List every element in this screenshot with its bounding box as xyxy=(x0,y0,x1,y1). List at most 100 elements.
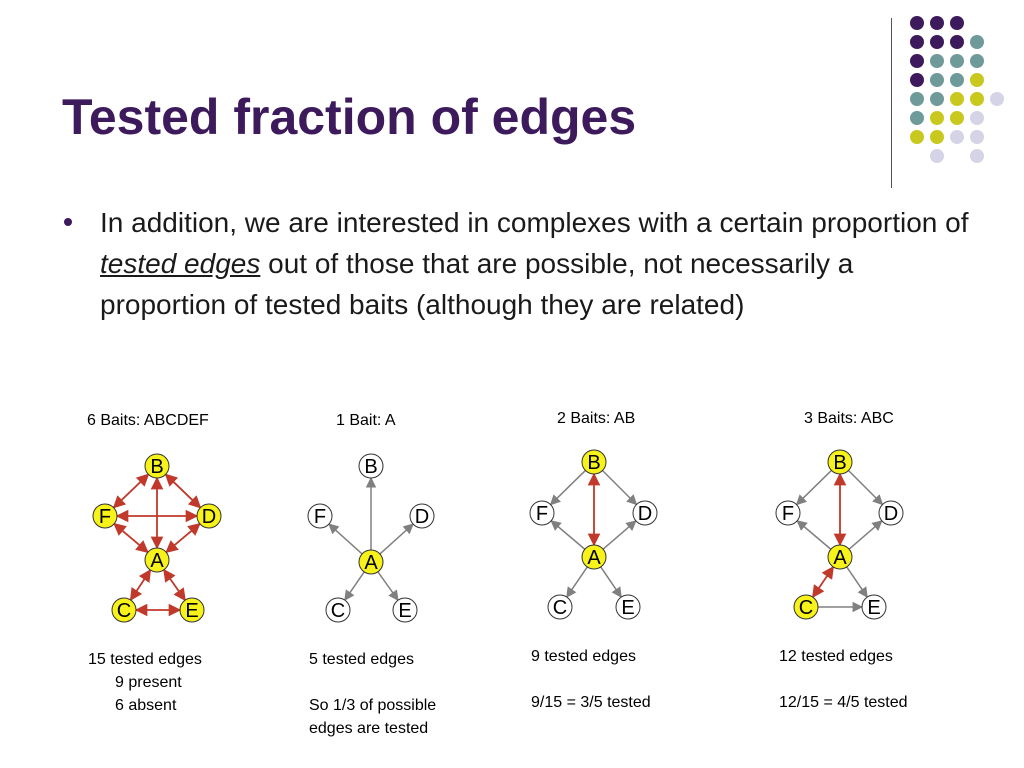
node-label-B: B xyxy=(833,452,846,474)
panel-4-note xyxy=(779,668,908,691)
edge-F-A xyxy=(113,522,149,554)
edge-B-D xyxy=(601,469,638,506)
node-label-D: D xyxy=(884,503,898,525)
node-label-C: C xyxy=(331,600,345,622)
node-label-A: A xyxy=(833,547,847,569)
panel-3-note xyxy=(531,668,651,691)
edge-A-D xyxy=(602,520,637,550)
node-E xyxy=(615,594,641,620)
node-label-E: E xyxy=(867,597,880,619)
decorative-dot xyxy=(930,54,944,68)
panel-4-caption: 3 Baits: ABC xyxy=(804,410,894,427)
divider-line xyxy=(891,18,892,188)
decorative-dot-grid xyxy=(910,16,1004,163)
edge-A-E xyxy=(600,566,622,598)
node-label-C: C xyxy=(799,597,813,619)
panel-1-notes: 15 tested edges 9 present 6 absent xyxy=(88,648,202,717)
bullet-text: In addition, we are interested in comple… xyxy=(100,202,980,325)
bullet-text-post: out of those that are possible, not nece… xyxy=(100,248,854,320)
node-B xyxy=(581,449,607,475)
node-E xyxy=(392,597,418,623)
edge-A-E xyxy=(163,568,186,602)
node-E xyxy=(179,597,205,623)
edge-A-F xyxy=(550,520,586,550)
node-label-F: F xyxy=(314,506,326,528)
decorative-dot xyxy=(970,35,984,49)
node-label-F: F xyxy=(99,506,111,528)
node-label-F: F xyxy=(536,503,548,525)
decorative-dot xyxy=(930,73,944,87)
node-label-C: C xyxy=(117,600,131,622)
node-label-D: D xyxy=(415,506,429,528)
panel-3-notes: 9 tested edges 9/15 = 3/5 tested xyxy=(531,645,651,714)
node-label-A: A xyxy=(364,552,378,574)
edge-A-F xyxy=(328,523,363,555)
node-label-B: B xyxy=(150,456,163,478)
node-label-F: F xyxy=(782,503,794,525)
decorative-dot xyxy=(930,92,944,106)
graph-panel-4: A B C D E F xyxy=(775,449,904,620)
panel-2-notes: 5 tested edges So 1/3 of possible edges … xyxy=(309,648,436,740)
edge-D-A xyxy=(165,522,201,554)
panel-3-caption: 2 Baits: AB xyxy=(557,410,636,427)
graph-panel-2: A B C D E F xyxy=(307,453,435,623)
panel-4-note: 12/15 = 4/5 tested xyxy=(779,694,908,711)
node-F xyxy=(307,503,333,529)
decorative-dot xyxy=(970,149,984,163)
node-B xyxy=(827,449,853,475)
decorative-dot xyxy=(970,73,984,87)
decorative-dot xyxy=(910,111,924,125)
edge-B-D xyxy=(164,473,202,509)
decorative-dot xyxy=(930,35,944,49)
decorative-dot xyxy=(930,149,944,163)
node-label-E: E xyxy=(398,600,411,622)
node-B xyxy=(144,453,170,479)
decorative-dot xyxy=(910,130,924,144)
panel-1-note: 9 present xyxy=(115,674,182,691)
panel-1-note: 6 absent xyxy=(115,697,177,714)
node-C xyxy=(547,594,573,620)
bullet-icon xyxy=(64,218,72,226)
node-D xyxy=(632,500,658,526)
decorative-dot xyxy=(910,73,924,87)
node-label-E: E xyxy=(185,600,198,622)
node-C xyxy=(111,597,137,623)
decorative-dot xyxy=(950,16,964,30)
panel-3-note: 9 tested edges xyxy=(531,648,636,665)
edge-A-C xyxy=(344,571,365,601)
bullet-text-pre: In addition, we are interested in comple… xyxy=(100,207,969,238)
edge-B-D xyxy=(847,469,884,506)
edge-B-F xyxy=(549,469,586,506)
node-label-C: C xyxy=(553,597,567,619)
panel-2-note: 5 tested edges xyxy=(309,651,414,668)
graph-panel-3: ABCDEF xyxy=(529,449,658,620)
decorative-dot xyxy=(970,130,984,144)
decorative-dot xyxy=(930,16,944,30)
node-A xyxy=(144,547,170,573)
decorative-dot xyxy=(950,111,964,125)
node-F xyxy=(529,500,555,526)
panel-2-note xyxy=(309,671,436,694)
panel-3-note: 9/15 = 3/5 tested xyxy=(531,694,651,711)
bullet-text-emphasis: tested edges xyxy=(100,248,261,279)
decorative-dot xyxy=(910,92,924,106)
node-B xyxy=(358,453,384,479)
decorative-dot xyxy=(910,16,924,30)
edge-A-F xyxy=(796,520,832,550)
panel-4-note: 12 tested edges xyxy=(779,648,893,665)
node-F xyxy=(775,500,801,526)
panel-1-note: 15 tested edges xyxy=(88,651,202,668)
decorative-dot xyxy=(950,73,964,87)
node-A xyxy=(358,549,384,575)
node-label-D: D xyxy=(202,506,216,528)
node-D xyxy=(878,500,904,526)
node-A xyxy=(581,544,607,570)
node-label-B: B xyxy=(364,456,377,478)
node-F xyxy=(92,503,118,529)
edge-A-E xyxy=(377,571,399,602)
decorative-dot xyxy=(930,130,944,144)
edge-B-F xyxy=(112,473,150,509)
decorative-dot xyxy=(930,111,944,125)
edge-A-E xyxy=(846,566,868,598)
node-D xyxy=(196,503,222,529)
